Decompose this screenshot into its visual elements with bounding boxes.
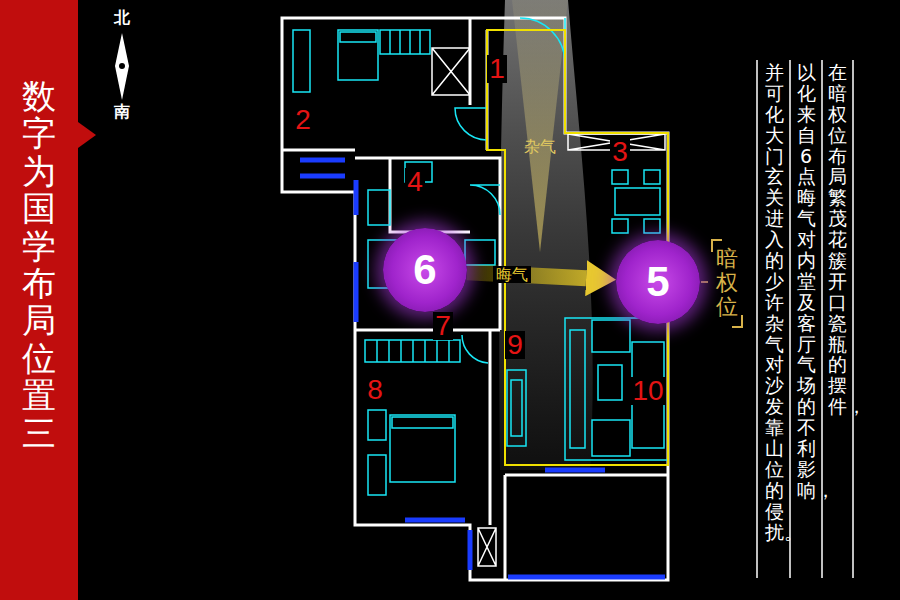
- label-bracket: [712, 240, 742, 327]
- callout-number: 10: [630, 377, 665, 405]
- compass-pivot: [119, 63, 125, 69]
- note-column: 在暗权位布局繁茂花簇开口瓷瓶的摆件，: [828, 62, 847, 417]
- red-band: [0, 0, 78, 600]
- position-circle: 5: [616, 240, 700, 324]
- callout-number: 7: [433, 312, 453, 340]
- band-pointer: [78, 122, 96, 148]
- arrow-label: 晦气: [493, 266, 531, 284]
- air-beam: [512, 0, 568, 252]
- callout-number: 1: [487, 55, 507, 83]
- compass-needle: [115, 33, 129, 100]
- circle-number: 5: [646, 261, 669, 303]
- note-column: 并可化大门玄关进入的少许杂气对沙发靠山位的侵扰。: [765, 62, 784, 542]
- callout-number: 4: [405, 168, 425, 196]
- title-text: 数字为国学布局位置三: [22, 78, 56, 452]
- callout-number: 9: [505, 331, 525, 359]
- air-label: 杂气: [524, 138, 556, 156]
- position-label: 暗权位: [716, 247, 738, 320]
- column-rules: [757, 60, 853, 578]
- callout-number: 2: [293, 106, 313, 134]
- window-marks: [300, 160, 665, 577]
- position-circle: 6: [383, 228, 467, 312]
- compass-north: 北: [114, 10, 130, 26]
- wall-lines: [282, 18, 668, 580]
- circle-number: 6: [413, 249, 436, 291]
- smoke-cloud: [499, 0, 592, 470]
- callout-number: 3: [610, 138, 630, 166]
- note-column: 以化来自6点晦气对内堂及客厅气场的不利影响，: [797, 62, 816, 501]
- furniture: [293, 18, 668, 495]
- leader-line: [701, 281, 708, 283]
- compass-south: 南: [114, 104, 130, 120]
- callout-number: 8: [365, 376, 385, 404]
